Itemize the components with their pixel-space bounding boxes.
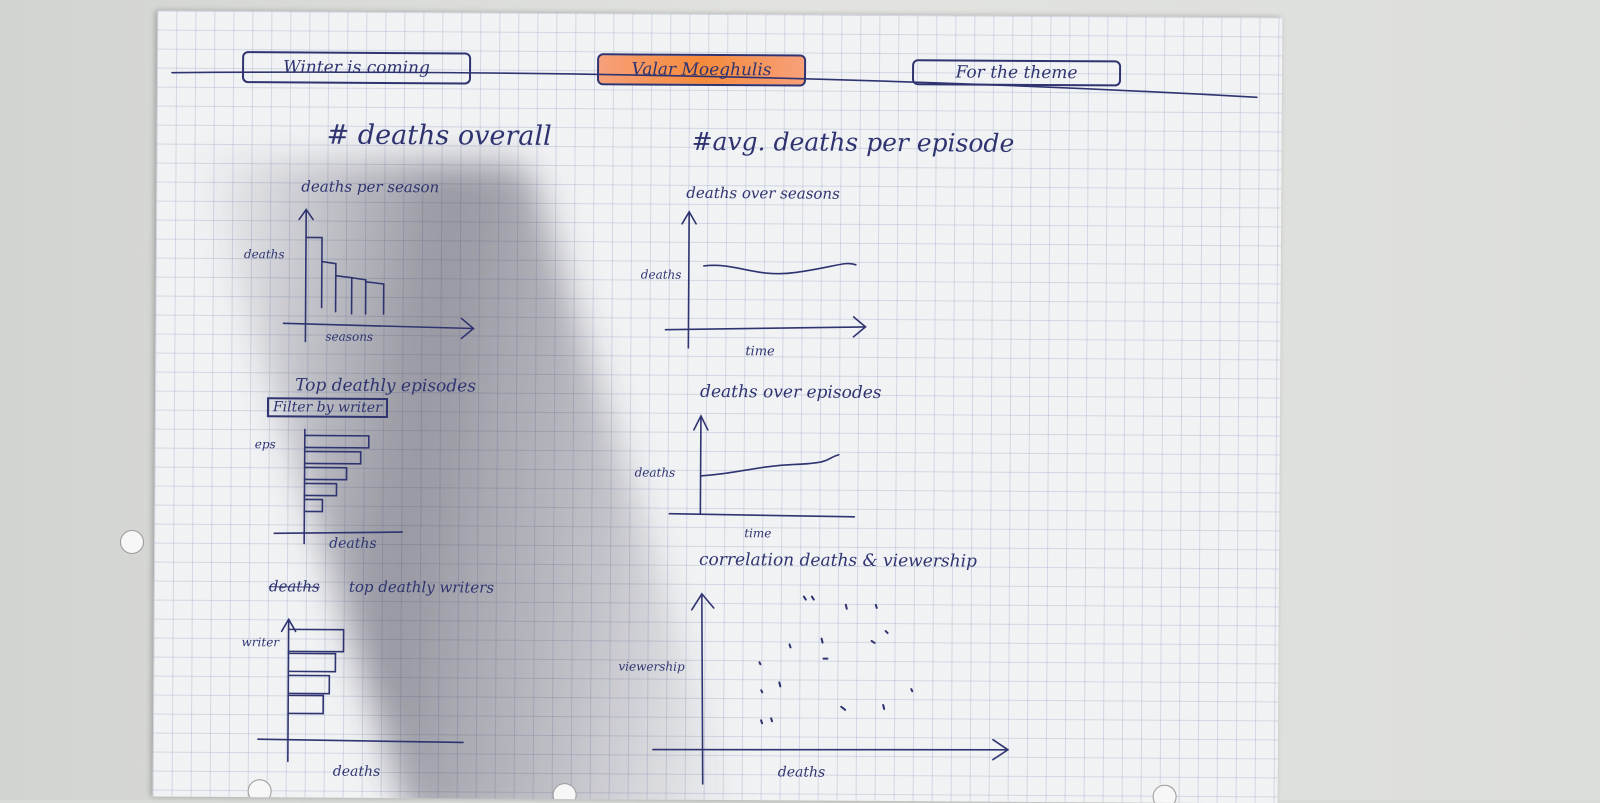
chart-deaths-over-episodes: [668, 414, 856, 518]
chart-deaths-per-season: [282, 208, 475, 343]
chart-top-writers: [257, 617, 464, 763]
punch-hole: [1152, 784, 1177, 803]
sketch-drawings: [171, 71, 1258, 785]
chart-correlation: [652, 592, 1010, 785]
chart-top-episodes: [273, 428, 404, 545]
punch-hole: [120, 530, 144, 554]
sketch-paper: Winter is coming Valar Moeghulis For the…: [152, 10, 1283, 803]
chart-deaths-over-seasons: [664, 210, 867, 349]
punch-hole: [552, 783, 577, 803]
header-divider: [171, 71, 1258, 99]
